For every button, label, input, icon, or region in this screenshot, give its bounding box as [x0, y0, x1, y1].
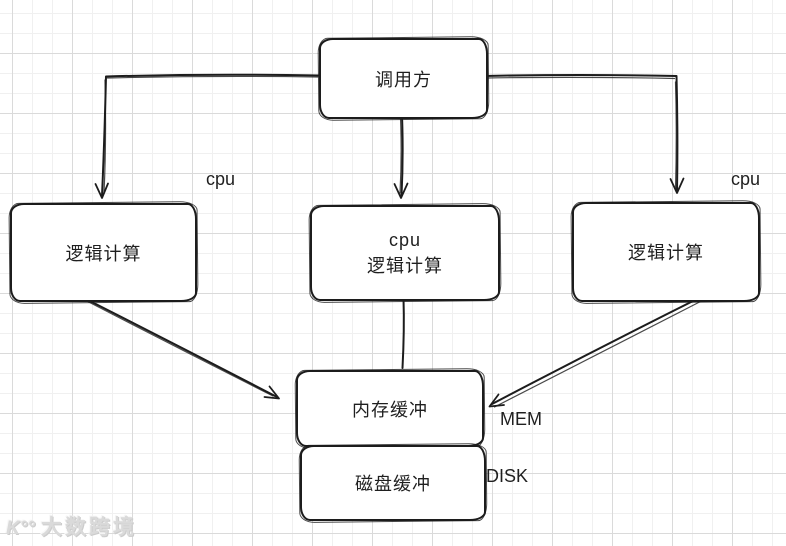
watermark-logo-icon: K°° [6, 518, 35, 539]
line-logic-mid-to-mem [401, 297, 405, 369]
label-disk: DISK [486, 466, 529, 486]
node-logic-left: 逻辑计算 [10, 203, 197, 302]
node-caller: 调用方 [319, 38, 488, 119]
node-logic-mid-label-line1: cpu [388, 230, 422, 250]
arrow-caller-to-logic-mid [393, 115, 409, 199]
node-disk-buffer: 磁盘缓冲 [300, 445, 486, 521]
node-logic-mid-label-line2: 逻辑计算 [367, 256, 443, 276]
arrow-logic-right-to-mem [488, 297, 703, 408]
node-logic-right: 逻辑计算 [572, 202, 760, 302]
node-logic-mid: cpu 逻辑计算 [310, 205, 500, 301]
node-logic-left-label: 逻辑计算 [65, 243, 142, 264]
node-mem-buffer-label: 内存缓冲 [352, 399, 428, 420]
watermark-text: 大数跨境 [40, 516, 137, 539]
node-mem-buffer: 内存缓冲 [296, 370, 484, 447]
arrow-caller-to-logic-left [94, 73, 321, 199]
node-caller-label: 调用方 [375, 69, 432, 90]
label-mem: MEM [500, 409, 542, 429]
arrow-caller-to-logic-right [483, 74, 685, 194]
node-disk-buffer-label: 磁盘缓冲 [355, 474, 431, 494]
arrow-logic-left-to-mem [75, 293, 280, 400]
label-cpu-right: cpu [731, 169, 761, 189]
node-logic-right-label: 逻辑计算 [628, 243, 704, 263]
label-cpu-left: cpu [206, 169, 236, 189]
watermark: K°°大数跨境 [6, 511, 137, 541]
